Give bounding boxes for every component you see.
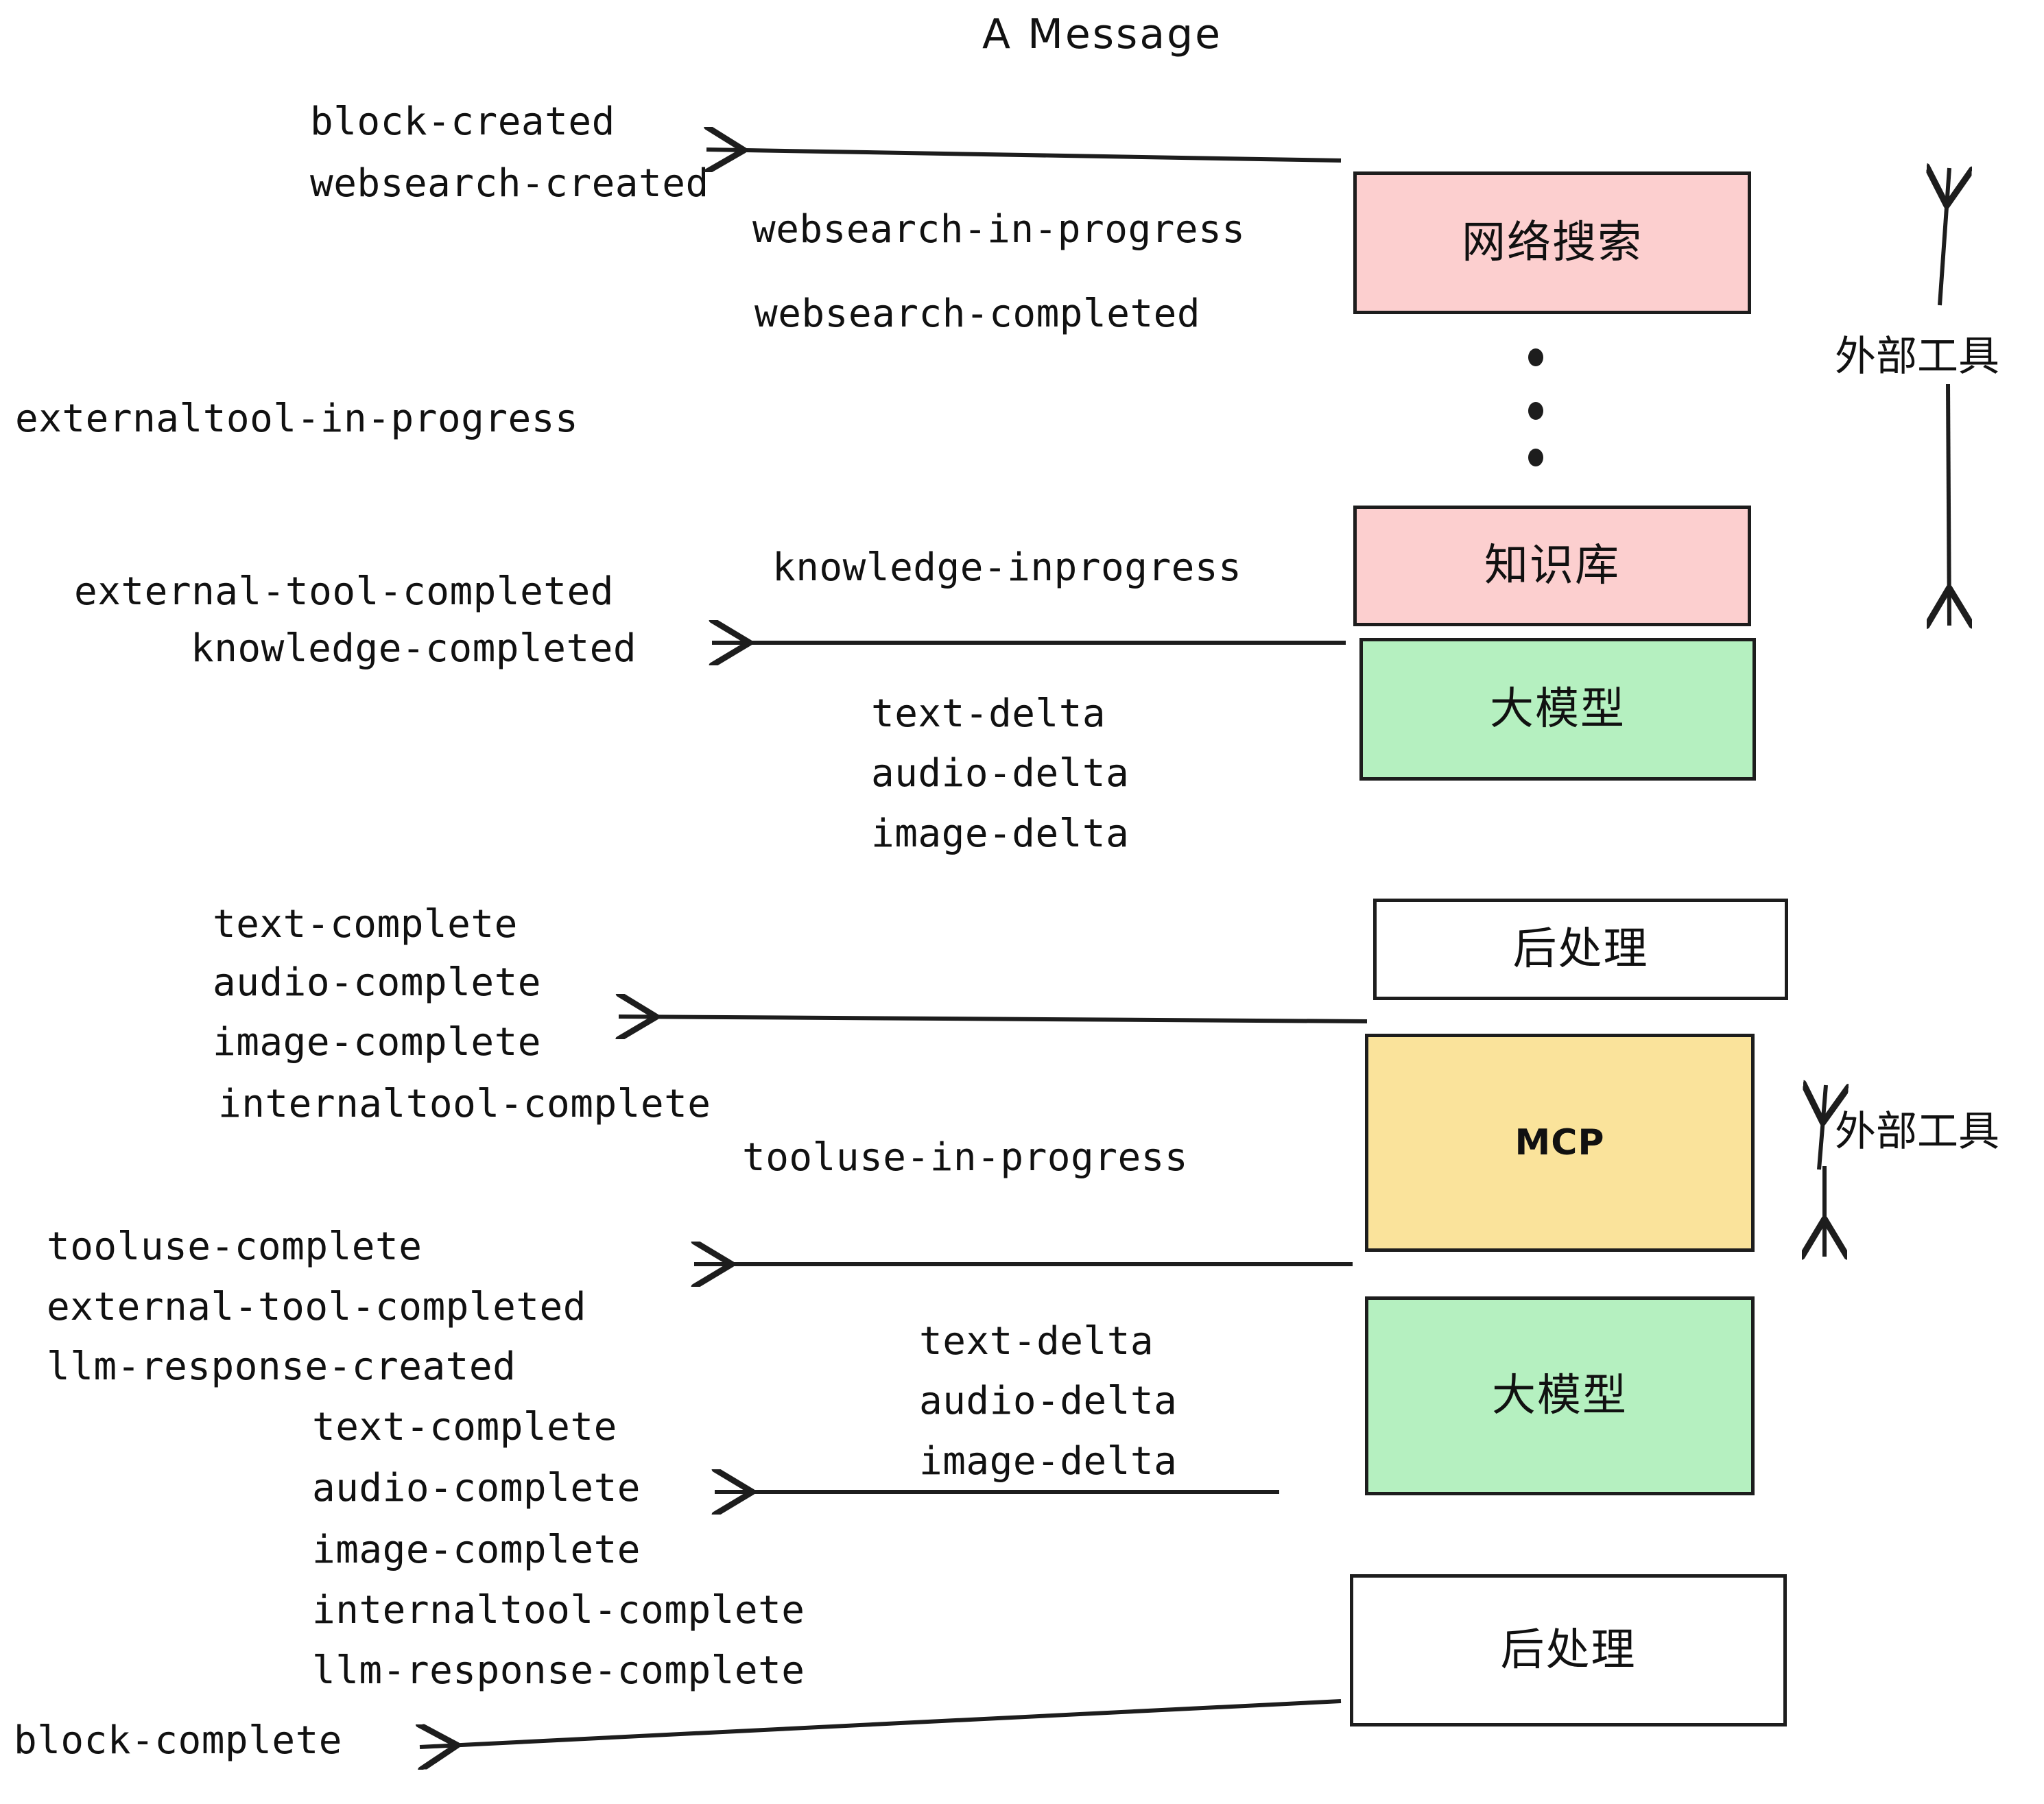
- event-block-complete: block-complete: [14, 1718, 343, 1763]
- label-external-tools-top: 外部工具: [1835, 333, 1999, 381]
- event-audio-complete-2: audio-complete: [312, 1466, 641, 1510]
- event-external-tool-completed-2: external-tool-completed: [47, 1285, 586, 1329]
- diagram-title: A Message: [982, 10, 1223, 58]
- event-text-delta-1: text-delta: [871, 691, 1106, 736]
- arrow-external-tools-top-up: [1940, 168, 1949, 306]
- box-llm-second-label: 大模型: [1492, 1370, 1628, 1421]
- box-llm-first: 大模型: [1359, 638, 1756, 781]
- label-external-tools-bottom: 外部工具: [1835, 1108, 1999, 1156]
- event-audio-delta-2: audio-delta: [919, 1379, 1178, 1423]
- event-internaltool-complete-2: internaltool-complete: [312, 1588, 805, 1633]
- event-websearch-in-progress: websearch-in-progress: [752, 207, 1246, 252]
- event-externaltool-in-progress: externaltool-in-progress: [15, 396, 579, 441]
- event-text-complete-1: text-complete: [213, 902, 518, 947]
- event-llm-response-created: llm-response-created: [47, 1344, 516, 1389]
- arrow-postprocess-to-block-complete: [420, 1699, 1342, 1747]
- event-tooluse-complete: tooluse-complete: [47, 1224, 423, 1269]
- box-postprocess-first-label: 后处理: [1512, 924, 1649, 975]
- event-text-delta-2: text-delta: [919, 1319, 1154, 1364]
- event-audio-complete-1: audio-complete: [213, 960, 542, 1005]
- ellipsis-dot-3: [1528, 449, 1543, 466]
- event-external-tool-completed-1: external-tool-completed: [74, 569, 614, 614]
- event-tooluse-in-progress: tooluse-in-progress: [742, 1135, 1189, 1180]
- arrow-external-tools-top-down: [1948, 383, 1949, 626]
- event-block-created: block-created: [310, 99, 615, 144]
- event-audio-delta-1: audio-delta: [871, 751, 1130, 796]
- box-mcp-label: MCP: [1514, 1122, 1605, 1163]
- event-image-delta-2: image-delta: [919, 1439, 1178, 1484]
- event-knowledge-inprogress: knowledge-inprogress: [772, 545, 1242, 590]
- event-websearch-completed: websearch-completed: [754, 292, 1201, 336]
- event-image-delta-1: image-delta: [871, 811, 1130, 856]
- arrow-postprocess-to-image-complete: [619, 1017, 1368, 1021]
- box-llm-first-label: 大模型: [1490, 684, 1626, 735]
- event-image-complete-1: image-complete: [213, 1020, 542, 1065]
- arrow-external-tools-bottom-up: [1819, 1085, 1826, 1170]
- box-llm-second: 大模型: [1365, 1296, 1755, 1495]
- event-knowledge-completed: knowledge-completed: [191, 626, 637, 671]
- ellipsis-dot-2: [1528, 402, 1543, 420]
- box-websearch: 网络搜索: [1353, 171, 1751, 314]
- box-postprocess-first: 后处理: [1373, 899, 1788, 1000]
- box-postprocess-second-label: 后处理: [1500, 1625, 1637, 1676]
- box-knowledge-label: 知识库: [1484, 541, 1620, 591]
- event-image-complete-2: image-complete: [312, 1528, 641, 1572]
- event-llm-response-complete: llm-response-complete: [312, 1648, 805, 1693]
- event-text-complete-2: text-complete: [312, 1405, 617, 1449]
- event-internaltool-complete-1: internaltool-complete: [218, 1082, 711, 1126]
- box-websearch-label: 网络搜索: [1462, 217, 1643, 268]
- event-websearch-created: websearch-created: [310, 161, 709, 206]
- box-postprocess-second: 后处理: [1350, 1574, 1787, 1726]
- box-mcp: MCP: [1365, 1034, 1755, 1252]
- ellipsis-dot-1: [1528, 348, 1543, 366]
- arrow-websearch-to-created: [706, 150, 1342, 161]
- box-knowledge: 知识库: [1353, 506, 1751, 626]
